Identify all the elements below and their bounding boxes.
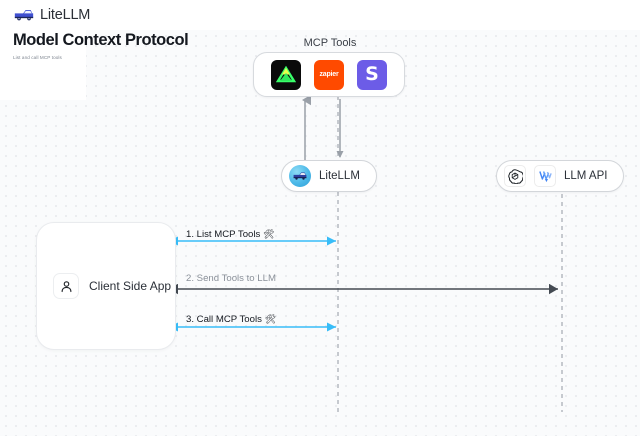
title-block: Model Context Protocol List and call MCP… bbox=[13, 31, 189, 60]
message-label-1: 1. List MCP Tools 🛠 bbox=[186, 229, 275, 240]
page-subtitle: List and call MCP tools bbox=[13, 55, 62, 60]
brand-name: LiteLLM bbox=[40, 7, 91, 23]
app-header: LiteLLM bbox=[0, 0, 640, 30]
slack-label: S bbox=[365, 63, 379, 85]
person-icon bbox=[53, 273, 79, 299]
message-label-3: 3. Call MCP Tools 🛠 bbox=[186, 314, 276, 325]
message-label-2-text: 2. Send Tools to LLM bbox=[186, 273, 276, 284]
page-title: Model Context Protocol bbox=[13, 31, 189, 49]
message-label-3-text: 3. Call MCP Tools bbox=[186, 314, 262, 325]
message-label-2: 2. Send Tools to LLM bbox=[186, 273, 276, 284]
node-client-side-app-label: Client Side App bbox=[89, 279, 172, 293]
litellm-logo-icon bbox=[289, 165, 311, 187]
node-client-side-app[interactable]: Client Side App bbox=[36, 222, 176, 350]
mcp-tools-title: MCP Tools bbox=[303, 37, 357, 49]
node-litellm[interactable]: LiteLLM bbox=[281, 160, 377, 192]
tools-icon: 🛠 bbox=[264, 314, 277, 325]
message-label-1-text: 1. List MCP Tools bbox=[186, 229, 261, 240]
node-llm-api-label: LLM API bbox=[564, 170, 608, 182]
litellm-truck-logo-icon bbox=[14, 8, 34, 22]
triangle-tool-icon[interactable] bbox=[271, 59, 301, 90]
slack-icon[interactable]: S bbox=[357, 59, 387, 90]
node-llm-api[interactable]: LLM API bbox=[496, 160, 625, 192]
vertex-ai-logo-icon bbox=[534, 165, 556, 187]
mcp-tools-box[interactable]: zapier S bbox=[253, 52, 405, 97]
node-litellm-label: LiteLLM bbox=[319, 170, 360, 182]
tools-icon: 🛠 bbox=[263, 229, 275, 240]
openai-logo-icon bbox=[504, 165, 526, 187]
zapier-icon[interactable]: zapier bbox=[314, 59, 344, 90]
zapier-label: zapier bbox=[319, 71, 339, 78]
arrow-mcp-to-litellm-head bbox=[336, 151, 344, 158]
